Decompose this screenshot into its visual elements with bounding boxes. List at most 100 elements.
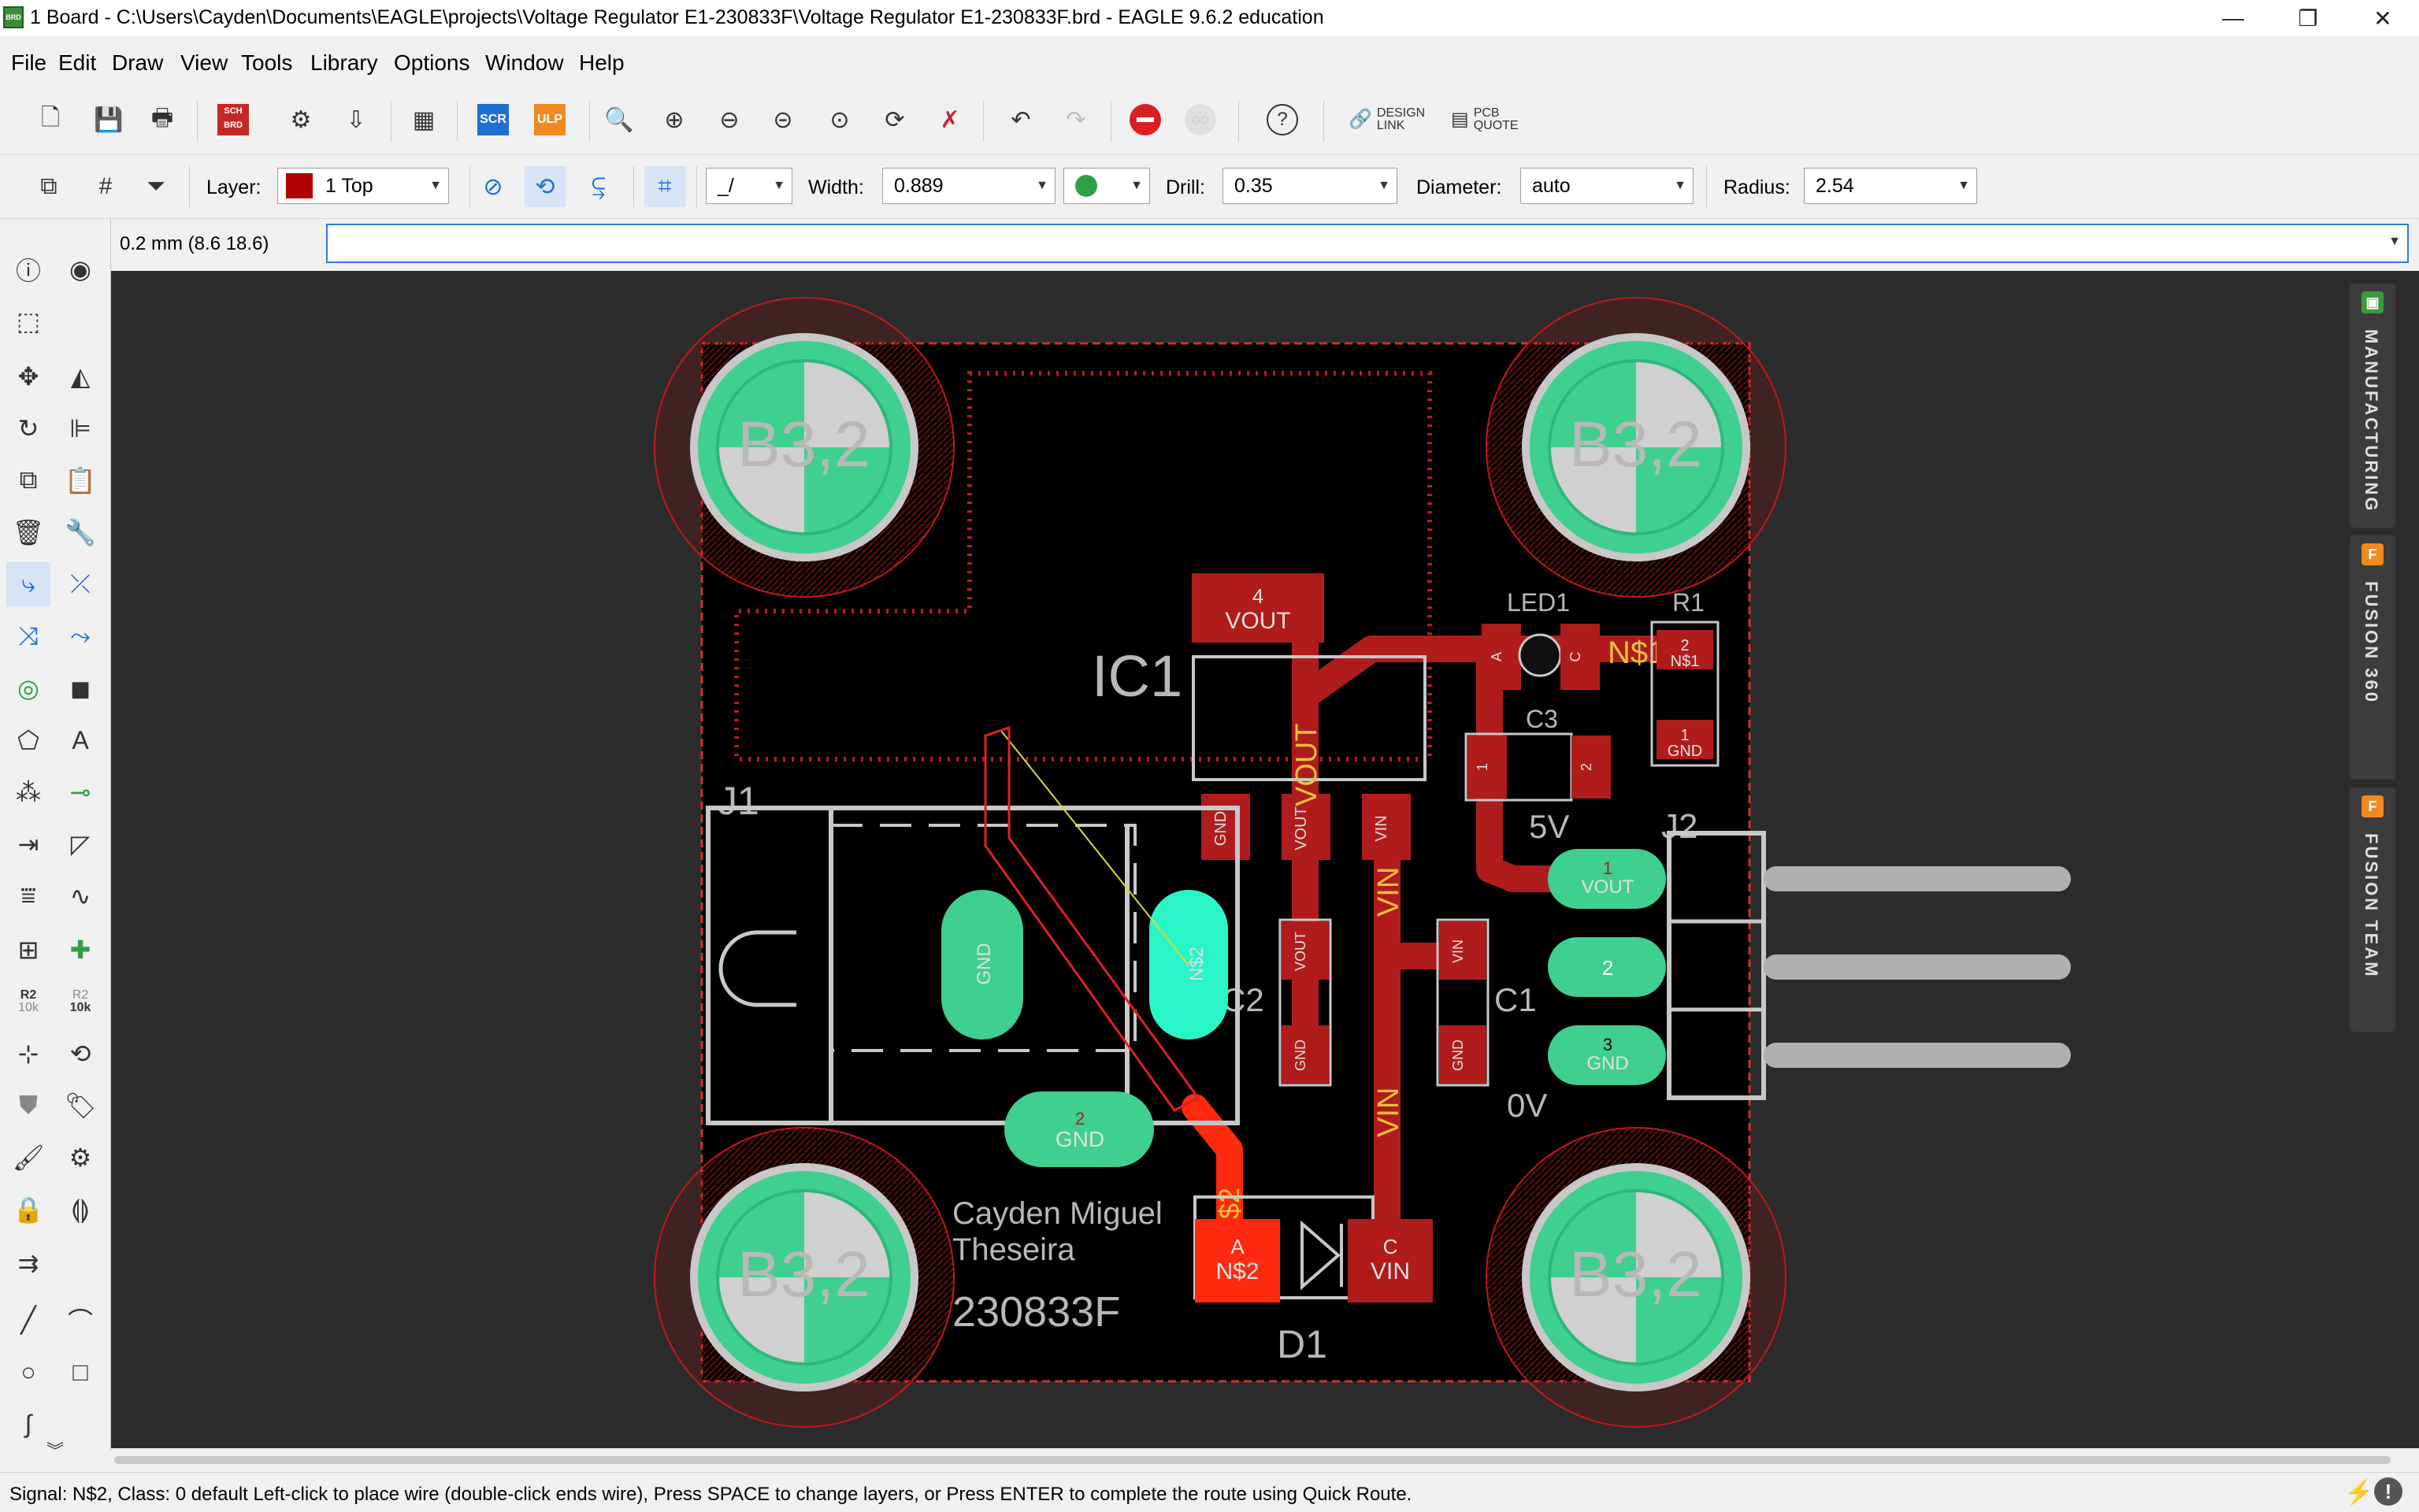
route-icon[interactable]: ⤷ bbox=[6, 562, 50, 606]
help-icon[interactable]: ? bbox=[1262, 99, 1303, 140]
width-select[interactable]: 0.889 ▼ bbox=[882, 168, 1056, 204]
ic1-pad-2[interactable] bbox=[1282, 794, 1330, 860]
diameter-select[interactable]: auto ▼ bbox=[1520, 168, 1694, 204]
zoom-in-icon[interactable]: ⊕ bbox=[664, 106, 685, 133]
r1-pad-2[interactable] bbox=[1657, 630, 1713, 669]
lightning-icon[interactable]: ⚡ bbox=[2344, 1480, 2374, 1506]
j2-pad-1[interactable] bbox=[1548, 849, 1666, 909]
signal-icon[interactable]: ⁂ bbox=[16, 778, 41, 806]
print-icon[interactable]: 🖶 bbox=[150, 104, 174, 131]
via-shape-select[interactable]: ▼ bbox=[1063, 168, 1150, 204]
wrench-icon[interactable]: 🔧 bbox=[65, 518, 96, 547]
loop-removal-icon[interactable]: ⌗ bbox=[644, 166, 685, 207]
walkaround-icon[interactable]: ⥹ bbox=[592, 173, 606, 199]
tab-fusion-360[interactable]: F FUSION 360 bbox=[2350, 536, 2395, 780]
copy-icon[interactable]: ⧉ bbox=[19, 465, 38, 494]
split-icon[interactable]: ⤳ bbox=[70, 621, 91, 650]
replace-icon[interactable]: ⟲ bbox=[69, 1040, 91, 1068]
via-icon[interactable]: ◎ bbox=[17, 674, 39, 702]
zoom-select-icon[interactable]: ⊙ bbox=[829, 106, 850, 133]
attribute-icon[interactable]: ⇥ bbox=[17, 830, 39, 858]
mirror-icon[interactable]: ◭ bbox=[70, 362, 91, 391]
rotate-icon[interactable]: ↻ bbox=[17, 414, 39, 443]
name-tool-icon[interactable]: R2 10k bbox=[6, 980, 50, 1024]
run-ulp-button[interactable]: ULP bbox=[529, 99, 570, 140]
lock-icon[interactable]: 🔒 bbox=[13, 1195, 44, 1224]
command-line-input[interactable]: ▼ bbox=[326, 224, 2409, 263]
sketch-icon[interactable]: ◸ bbox=[70, 830, 91, 858]
select-icon[interactable]: ⬚ bbox=[16, 307, 41, 335]
text-icon[interactable]: A bbox=[72, 725, 89, 754]
menu-file[interactable]: File bbox=[11, 50, 47, 75]
pinswap-icon[interactable]: ⛊ bbox=[18, 1091, 38, 1119]
horizontal-scrollbar[interactable] bbox=[111, 1448, 2395, 1472]
align-icon[interactable]: ⊫ bbox=[69, 414, 91, 443]
menu-view[interactable]: View bbox=[180, 50, 228, 75]
zoom-out-icon[interactable]: ⊖ bbox=[719, 106, 740, 133]
r1-pad-1[interactable] bbox=[1657, 720, 1713, 759]
ratsnest-icon[interactable]: ✗ bbox=[940, 106, 960, 133]
menu-tools[interactable]: Tools bbox=[241, 50, 293, 75]
ic1-pad-4[interactable] bbox=[1192, 573, 1324, 643]
line-icon[interactable]: ╱ bbox=[20, 1306, 36, 1334]
j2[interactable]: J2 1 VOUT 2 3 GND bbox=[1548, 807, 2071, 1100]
j1-pad-gnd[interactable] bbox=[941, 890, 1023, 1040]
ic1-pad-1[interactable] bbox=[1201, 794, 1250, 860]
stop-icon[interactable] bbox=[1125, 99, 1166, 140]
d1-pad-a[interactable] bbox=[1195, 1219, 1280, 1303]
zoom-fit-icon[interactable]: 🔍 bbox=[604, 106, 634, 133]
manufacturing-icon[interactable]: ▦ bbox=[412, 106, 436, 133]
rectangle-icon[interactable]: □ bbox=[72, 1357, 88, 1386]
led1[interactable]: LED1 A C bbox=[1482, 588, 1600, 690]
menu-options[interactable]: Options bbox=[394, 50, 470, 75]
info-icon[interactable]: ⓘ bbox=[15, 257, 41, 285]
spline-icon[interactable]: ∫ bbox=[24, 1409, 32, 1438]
d1-pad-c[interactable] bbox=[1348, 1219, 1433, 1303]
c1[interactable]: C1 VIN GND bbox=[1436, 918, 1537, 1087]
circle-icon[interactable]: ○ bbox=[20, 1357, 36, 1386]
miter-icon[interactable]: ⇉ bbox=[17, 1249, 39, 1277]
menu-library[interactable]: Library bbox=[310, 50, 378, 75]
hole-icon[interactable]: ◼ bbox=[69, 674, 91, 702]
show-eye-icon[interactable]: ◉ bbox=[69, 255, 91, 284]
j2-pad-3[interactable] bbox=[1548, 1025, 1666, 1085]
add-part-icon[interactable]: ⊞ bbox=[17, 936, 39, 964]
move-icon[interactable]: ✥ bbox=[17, 362, 39, 391]
wire-bend-select[interactable]: _/ ▼ bbox=[706, 168, 792, 204]
delete-icon[interactable]: 🗑 bbox=[12, 518, 45, 547]
j1-pad-2[interactable] bbox=[1004, 1091, 1154, 1167]
filter-icon[interactable]: ⏷ bbox=[147, 173, 165, 199]
ripup-icon[interactable]: ⊘ bbox=[483, 173, 503, 200]
menu-window[interactable]: Window bbox=[485, 50, 564, 75]
add-icon[interactable]: ✚ bbox=[69, 936, 91, 964]
paste-icon[interactable]: 📋 bbox=[65, 466, 96, 495]
go-icon[interactable]: GO bbox=[1180, 99, 1221, 140]
c2[interactable]: C2 VOUT GND bbox=[1222, 918, 1332, 1087]
layer-settings-icon[interactable]: ⧉ bbox=[40, 173, 58, 199]
mounting-hole-bl[interactable]: B3,2 bbox=[654, 1127, 955, 1428]
mounting-hole-tr[interactable]: B3,2 bbox=[1486, 297, 1786, 598]
ic1-pad-3[interactable] bbox=[1362, 794, 1411, 860]
maximize-button[interactable]: ❐ bbox=[2298, 6, 2318, 31]
minimize-button[interactable]: — bbox=[2222, 6, 2244, 30]
mounting-hole-tl[interactable]: B3,2 bbox=[654, 297, 955, 598]
wire-icon[interactable]: ⊸ bbox=[69, 778, 91, 806]
ic1[interactable]: 4 VOUT IC1 GND VOUT VIN bbox=[1092, 573, 1427, 860]
chevron-down-icon[interactable]: ▼ bbox=[2388, 235, 2401, 248]
save-icon[interactable]: 💾 bbox=[94, 106, 124, 133]
wave-icon[interactable]: ∿ bbox=[69, 882, 91, 910]
meander-icon[interactable]: ⩸ bbox=[20, 881, 36, 910]
ripup-tool-icon[interactable]: ⤫ bbox=[70, 569, 91, 598]
mounting-hole-br[interactable]: B3,2 bbox=[1486, 1127, 1786, 1428]
route-mode-icon[interactable]: ⟲ bbox=[525, 166, 566, 207]
grid-icon[interactable]: # bbox=[98, 173, 113, 199]
polygon-icon[interactable]: ⬠ bbox=[17, 726, 39, 754]
tag-icon[interactable]: 🏷 bbox=[64, 1091, 97, 1120]
alert-icon[interactable]: ! bbox=[2374, 1477, 2402, 1506]
open-file-icon[interactable]: 🗋 bbox=[40, 104, 61, 131]
autoroute-icon[interactable]: ⤨ bbox=[18, 621, 39, 650]
menu-draw[interactable]: Draw bbox=[112, 50, 164, 75]
zoom-previous-icon[interactable]: ⊝ bbox=[773, 106, 793, 133]
redraw-icon[interactable]: ⟳ bbox=[885, 106, 905, 133]
